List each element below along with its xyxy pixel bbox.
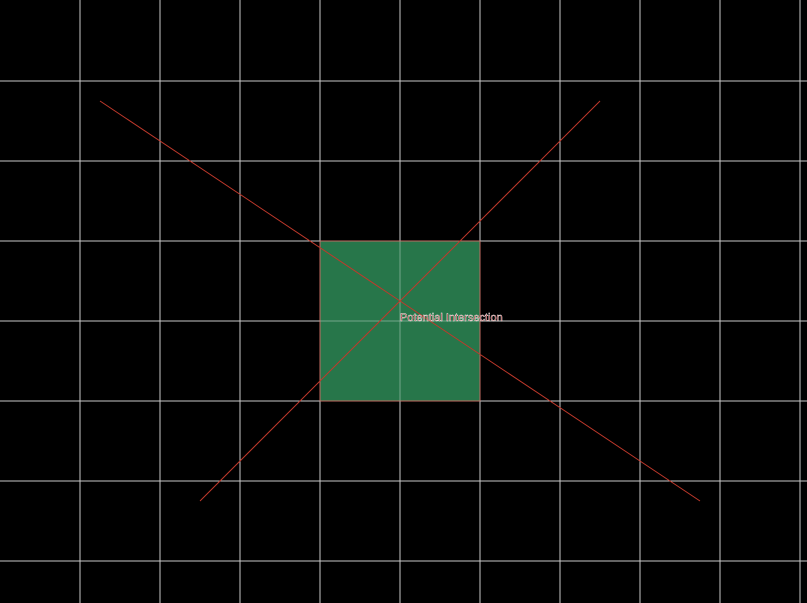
intersection-region bbox=[319, 240, 481, 402]
line-ascending bbox=[199, 100, 601, 502]
intersection-label: Potential Intersection bbox=[400, 312, 503, 324]
